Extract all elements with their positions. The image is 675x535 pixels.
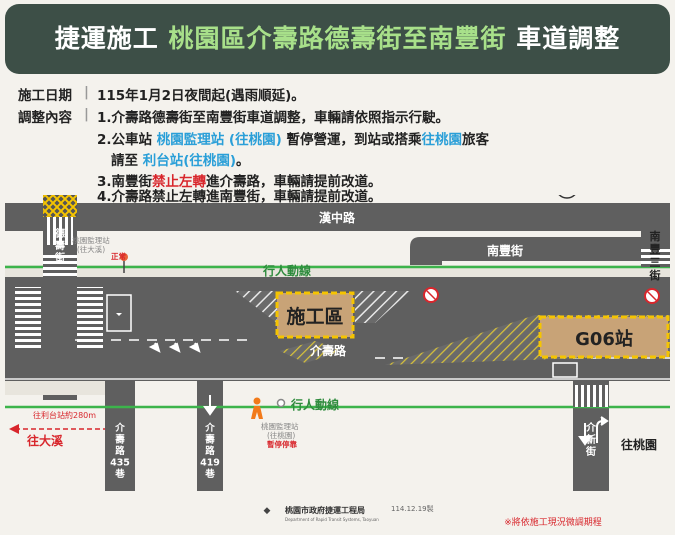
lane-arrows [148, 342, 201, 353]
pedestrian-route-label-top: 行人動線 [262, 263, 311, 278]
pedestrian-route-label-bottom: 行人動線 [290, 397, 339, 412]
bus-stop-top-icon [120, 253, 128, 261]
page-title: 捷運施工 桃園區介壽路德壽街至南豐街 車道調整 [54, 24, 621, 53]
header-banner: 捷運施工 桃園區介壽路德壽街至南豐街 車道調整 [5, 4, 670, 74]
nanfeng-street-road [410, 237, 645, 277]
deshou-junction-box [43, 195, 77, 217]
content-item-4: 4.介壽路禁止左轉進南豐街，車輛請提前改道。 [97, 189, 382, 205]
deshou-street-label: 德壽街 [54, 227, 65, 264]
north-arrow-icon [558, 195, 576, 199]
bus-stop-top-status: 正常 [111, 251, 126, 261]
down-arrow-icon [203, 395, 217, 416]
arrow-to-daxi-icon [9, 424, 105, 434]
label-divider: | [84, 106, 89, 122]
schedule-note: ※將依施工現況微調期程 [504, 516, 602, 528]
bus-stop-bottom-dir: (往桃園) [267, 430, 295, 440]
down-arrow-icon [578, 423, 592, 446]
g06-station-label: G06站 [575, 328, 633, 350]
agency-logo-icon: ◆ [264, 506, 271, 516]
road-map: N 施工區 G06站 [5, 195, 670, 528]
crosswalk [573, 385, 609, 407]
jieshou-road-label: 介壽路 [309, 343, 347, 358]
crosswalk [641, 247, 670, 267]
content-item-3: 3.南豐街禁止左轉進介壽路，車輛請提前改道。 [97, 174, 382, 190]
hatched-zone [355, 291, 410, 323]
hanzhong-road [5, 203, 670, 231]
pedestrian-icon [251, 397, 263, 419]
no-left-turn-icon [423, 287, 439, 303]
content-item-2b: 請至 利台站(往桃園)。 [111, 153, 250, 169]
content-item-1: 1.介壽路德壽街至南豐街車道調整，車輛請依照指示行駛。 [97, 110, 450, 126]
crosswalk [15, 287, 41, 351]
hatched-zone [235, 291, 277, 323]
bus-stop-box [106, 294, 132, 332]
lane-435-road [105, 381, 135, 491]
agency-name: 桃園市政府捷運工程局 [285, 505, 365, 515]
date-label: 施工日期 [18, 88, 72, 104]
turn-arrow-icon [596, 416, 609, 443]
title-highlight: 桃園區介壽路德壽街至南豐街 [168, 24, 507, 53]
content-label: 調整內容 [18, 110, 72, 126]
nanfeng-3rd-street-label: 南豐三街 [649, 229, 661, 282]
hanzhong-road-label: 漢中路 [319, 210, 356, 225]
bus-stop-top-name: 桃園監理站 [72, 235, 110, 245]
bus-stop-bottom-name: 桃園監理站 [261, 421, 299, 431]
crosswalk [43, 255, 77, 279]
bus-stop-top-dir: (往大溪) [77, 244, 105, 254]
construction-zone-label: 施工區 [286, 305, 343, 328]
to-daxi-label: 往大溪 [27, 433, 64, 448]
no-left-turn-icon [644, 288, 660, 304]
agency-name-en: Department of Rapid Transit Systems, Tao… [285, 517, 379, 522]
label-divider: | [84, 84, 89, 100]
bus-stop-bottom-icon [276, 398, 286, 408]
g06-station-zone [538, 315, 670, 359]
jiexin-street-label: 介新街 [585, 421, 597, 458]
to-taoyuan-label: 往桃園 [621, 437, 657, 452]
crosswalk [77, 287, 103, 351]
bus-stop-bottom-status: 暫停停靠 [267, 439, 297, 449]
nanfeng-street-label: 南豐街 [487, 243, 523, 258]
date-made: 114.12.19製 [391, 504, 434, 513]
content-item-2: 2.公車站 桃園監理站 (往桃園) 暫停營運，到站或搭乘往桃園旅客 [97, 132, 489, 148]
construction-zone [275, 291, 355, 339]
date-value: 115年1月2日夜間起(遇雨順延)。 [97, 88, 305, 104]
crosswalk [47, 217, 73, 245]
to-litai-label: 往利台站約280m [33, 410, 96, 420]
